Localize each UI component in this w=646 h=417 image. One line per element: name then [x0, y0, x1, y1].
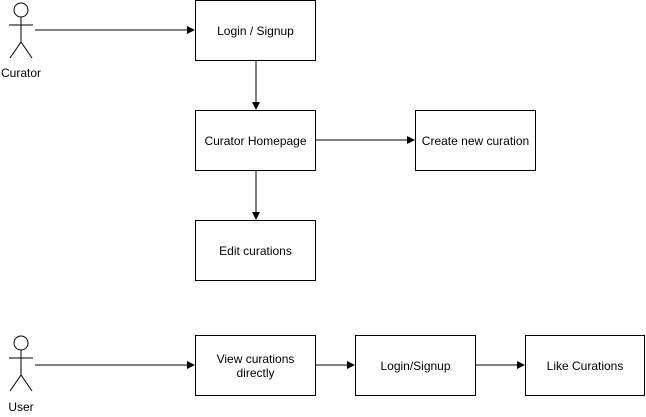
curator-actor-icon — [9, 2, 33, 59]
user-actor-label: User — [8, 400, 34, 414]
node-login-signup-user[interactable]: Login/Signup — [355, 335, 476, 396]
node-view-curations-directly[interactable]: View curations directly — [195, 335, 316, 396]
user-actor-icon — [9, 335, 33, 392]
node-login-signup[interactable]: Login / Signup — [195, 0, 316, 61]
node-like-curations[interactable]: Like Curations — [525, 335, 645, 396]
node-curator-homepage[interactable]: Curator Homepage — [195, 110, 316, 171]
node-create-new-curation[interactable]: Create new curation — [415, 110, 536, 171]
node-edit-curations[interactable]: Edit curations — [195, 220, 316, 281]
curator-actor-label: Curator — [0, 66, 41, 80]
